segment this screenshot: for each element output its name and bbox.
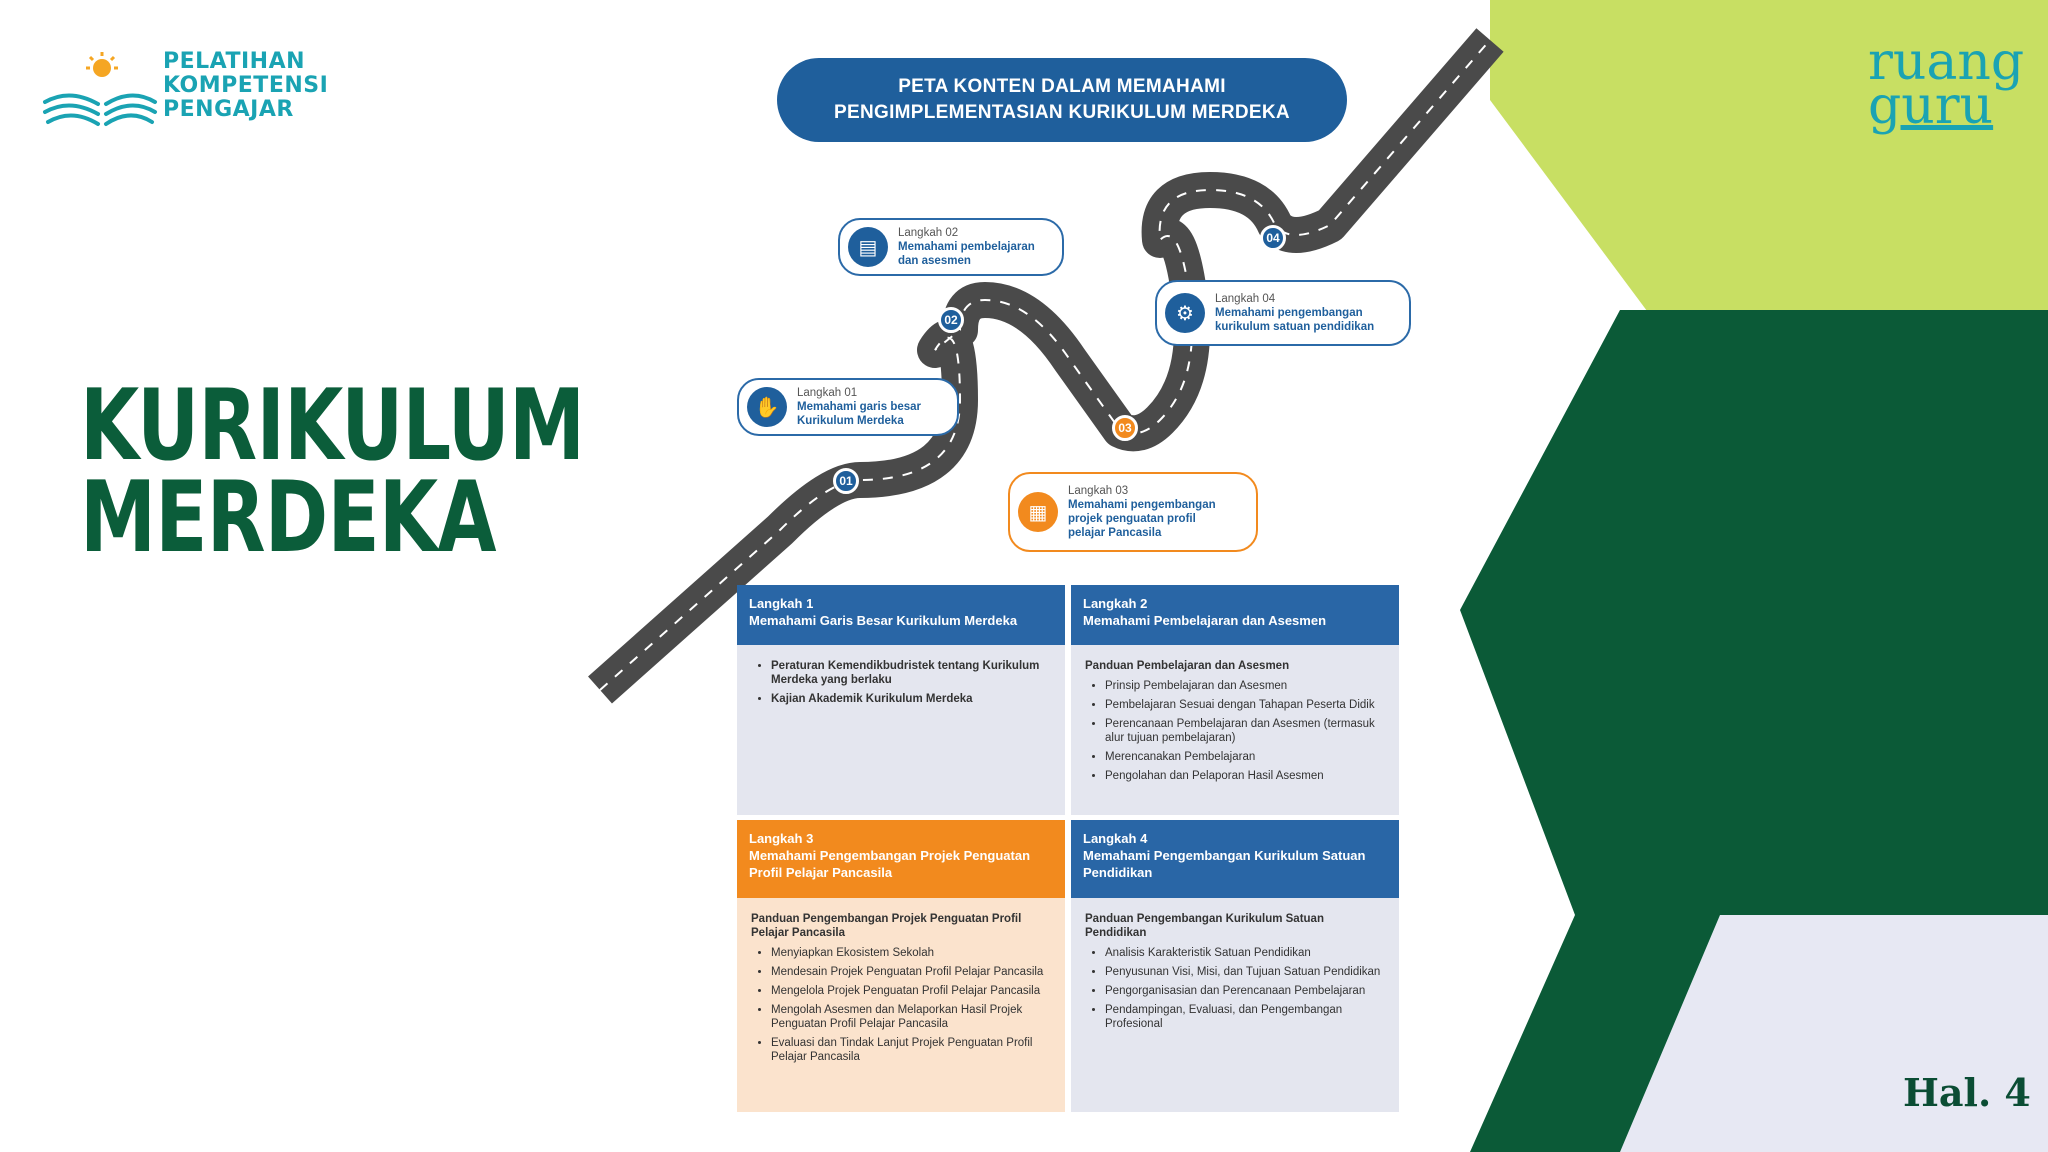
book-sun-icon xyxy=(43,52,157,126)
bubble-desc-3: pelajar Pancasila xyxy=(1068,527,1162,539)
step-card-1: Langkah 1 Memahami Garis Besar Kurikulum… xyxy=(737,585,1065,815)
list-item: Pembelajaran Sesuai dengan Tahapan Peser… xyxy=(1105,698,1385,712)
road-marker-02: 02 xyxy=(938,307,964,333)
list-item: Menyiapkan Ekosistem Sekolah xyxy=(771,946,1051,960)
bubble-text: Langkah 01 Memahami garis besar Kurikulu… xyxy=(797,386,921,428)
list-item: Penyusunan Visi, Misi, dan Tujuan Satuan… xyxy=(1105,965,1385,979)
bubble-step: Langkah 02 xyxy=(898,227,959,239)
card-header: Langkah 3 Memahami Pengembangan Projek P… xyxy=(737,820,1065,898)
card-header: Langkah 2 Memahami Pembelajaran dan Ases… xyxy=(1071,585,1399,645)
step-bubble-01: ✋ Langkah 01 Memahami garis besar Kuriku… xyxy=(737,378,959,436)
card-step: Langkah 1 xyxy=(749,596,814,611)
bubble-step: Langkah 04 xyxy=(1215,293,1276,305)
card-header: Langkah 1 Memahami Garis Besar Kurikulum… xyxy=(737,585,1065,645)
brand-line-1: ruang xyxy=(1868,32,2025,92)
logo-text: PELATIHAN KOMPETENSI PENGAJAR xyxy=(163,50,328,122)
bubble-desc-1: Memahami pembelajaran xyxy=(898,241,1035,253)
bubble-text: Langkah 02 Memahami pembelajaran dan ase… xyxy=(898,226,1035,268)
lime-green-shape xyxy=(1490,0,2048,315)
card-title: Memahami Pembelajaran dan Asesmen xyxy=(1083,613,1327,628)
bubble-text: Langkah 03 Memahami pengembangan projek … xyxy=(1068,484,1216,540)
card-body: Panduan Pengembangan Projek Penguatan Pr… xyxy=(737,898,1065,1112)
list-item: Perencanaan Pembelajaran dan Asesmen (te… xyxy=(1105,717,1385,745)
bubble-text: Langkah 04 Memahami pengembangan kurikul… xyxy=(1215,292,1374,334)
step-bubble-03: ▦ Langkah 03 Memahami pengembangan proje… xyxy=(1008,472,1258,552)
card-title: Memahami Garis Besar Kurikulum Merdeka xyxy=(749,613,1018,628)
list-item: Evaluasi dan Tindak Lanjut Projek Pengua… xyxy=(771,1036,1051,1064)
bubble-step: Langkah 01 xyxy=(797,387,858,399)
logo-line-1: PELATIHAN xyxy=(163,49,306,74)
header-line-2: PENGIMPLEMENTASIAN KURIKULUM MERDEKA xyxy=(834,102,1290,123)
list-item: Pengorganisasian dan Perencanaan Pembela… xyxy=(1105,984,1385,998)
card-body: Panduan Pembelajaran dan Asesmen Prinsip… xyxy=(1071,645,1399,815)
step-bubble-04: ⚙ Langkah 04 Memahami pengembangan kurik… xyxy=(1155,280,1411,346)
bubble-step: Langkah 03 xyxy=(1068,485,1129,497)
brand-line-2: guru xyxy=(1868,76,1994,136)
list-item: Prinsip Pembelajaran dan Asesmen xyxy=(1105,679,1385,693)
logo-line-3: PENGAJAR xyxy=(163,97,294,122)
list-item: Mengelola Projek Penguatan Profil Pelaja… xyxy=(771,984,1051,998)
card-subtitle: Panduan Pembelajaran dan Asesmen xyxy=(1085,660,1290,672)
list-item: Peraturan Kemendikbudristek tentang Kuri… xyxy=(771,659,1051,687)
card-subtitle: Panduan Pengembangan Kurikulum Satuan Pe… xyxy=(1085,913,1324,939)
bubble-desc-2: projek penguatan profil xyxy=(1068,513,1196,525)
bubble-desc-2: dan asesmen xyxy=(898,255,971,267)
road-marker-03: 03 xyxy=(1112,415,1138,441)
card-body: Peraturan Kemendikbudristek tentang Kuri… xyxy=(737,645,1065,815)
card-title: Memahami Pengembangan Projek Penguatan P… xyxy=(749,848,1031,880)
card-list: Analisis Karakteristik Satuan Pendidikan… xyxy=(1085,946,1385,1031)
title-line-2: MERDEKA xyxy=(80,461,497,575)
step-card-2: Langkah 2 Memahami Pembelajaran dan Ases… xyxy=(1071,585,1399,815)
list-item: Pengolahan dan Pelaporan Hasil Asesmen xyxy=(1105,769,1385,783)
hands-icon: ✋ xyxy=(747,387,787,427)
step-bubble-02: ▤ Langkah 02 Memahami pembelajaran dan a… xyxy=(838,218,1064,276)
title-line-1: KURIKULUM xyxy=(80,369,585,483)
chart-icon: ▦ xyxy=(1018,492,1058,532)
card-title: Memahami Pengembangan Kurikulum Satuan P… xyxy=(1083,848,1366,880)
card-body: Panduan Pengembangan Kurikulum Satuan Pe… xyxy=(1071,898,1399,1112)
card-header: Langkah 4 Memahami Pengembangan Kurikulu… xyxy=(1071,820,1399,898)
bubble-desc-2: Kurikulum Merdeka xyxy=(797,415,904,427)
gear-icon: ⚙ xyxy=(1165,293,1205,333)
step-card-4: Langkah 4 Memahami Pengembangan Kurikulu… xyxy=(1071,820,1399,1112)
list-item: Mengolah Asesmen dan Melaporkan Hasil Pr… xyxy=(771,1003,1051,1031)
list-item: Mendesain Projek Penguatan Profil Pelaja… xyxy=(771,965,1051,979)
logo-line-2: KOMPETENSI xyxy=(163,73,329,98)
pale-lavender-shape xyxy=(1620,915,2048,1152)
card-subtitle: Panduan Pengembangan Projek Penguatan Pr… xyxy=(751,913,1022,939)
document-icon: ▤ xyxy=(848,227,888,267)
card-step: Langkah 3 xyxy=(749,831,814,846)
card-list: Peraturan Kemendikbudristek tentang Kuri… xyxy=(751,659,1051,706)
bubble-desc-1: Memahami garis besar xyxy=(797,401,922,413)
logo: PELATIHAN KOMPETENSI PENGAJAR xyxy=(40,50,340,130)
dark-green-shape xyxy=(1460,310,2048,1152)
bubble-desc-1: Memahami pengembangan xyxy=(1215,307,1363,319)
card-step: Langkah 4 xyxy=(1083,831,1148,846)
list-item: Merencanakan Pembelajaran xyxy=(1105,750,1385,764)
infographic-header: PETA KONTEN DALAM MEMAHAMI PENGIMPLEMENT… xyxy=(777,58,1347,142)
list-item: Kajian Akademik Kurikulum Merdeka xyxy=(771,692,1051,706)
page-number: Hal. 4 xyxy=(1903,1070,2031,1115)
card-list: Menyiapkan Ekosistem Sekolah Mendesain P… xyxy=(751,946,1051,1064)
page-title: KURIKULUM MERDEKA xyxy=(80,369,585,575)
road-marker-01: 01 xyxy=(833,468,859,494)
list-item: Analisis Karakteristik Satuan Pendidikan xyxy=(1105,946,1385,960)
list-item: Pendampingan, Evaluasi, dan Pengembangan… xyxy=(1105,1003,1385,1031)
step-card-3: Langkah 3 Memahami Pengembangan Projek P… xyxy=(737,820,1065,1112)
bubble-desc-2: kurikulum satuan pendidikan xyxy=(1215,321,1375,333)
card-step: Langkah 2 xyxy=(1083,596,1148,611)
road-marker-04: 04 xyxy=(1260,225,1286,251)
card-list: Prinsip Pembelajaran dan Asesmen Pembela… xyxy=(1085,679,1385,783)
ruangguru-logo: ruang guru xyxy=(1868,32,2028,136)
bubble-desc-1: Memahami pengembangan xyxy=(1068,499,1216,511)
header-line-1: PETA KONTEN DALAM MEMAHAMI xyxy=(898,76,1226,97)
